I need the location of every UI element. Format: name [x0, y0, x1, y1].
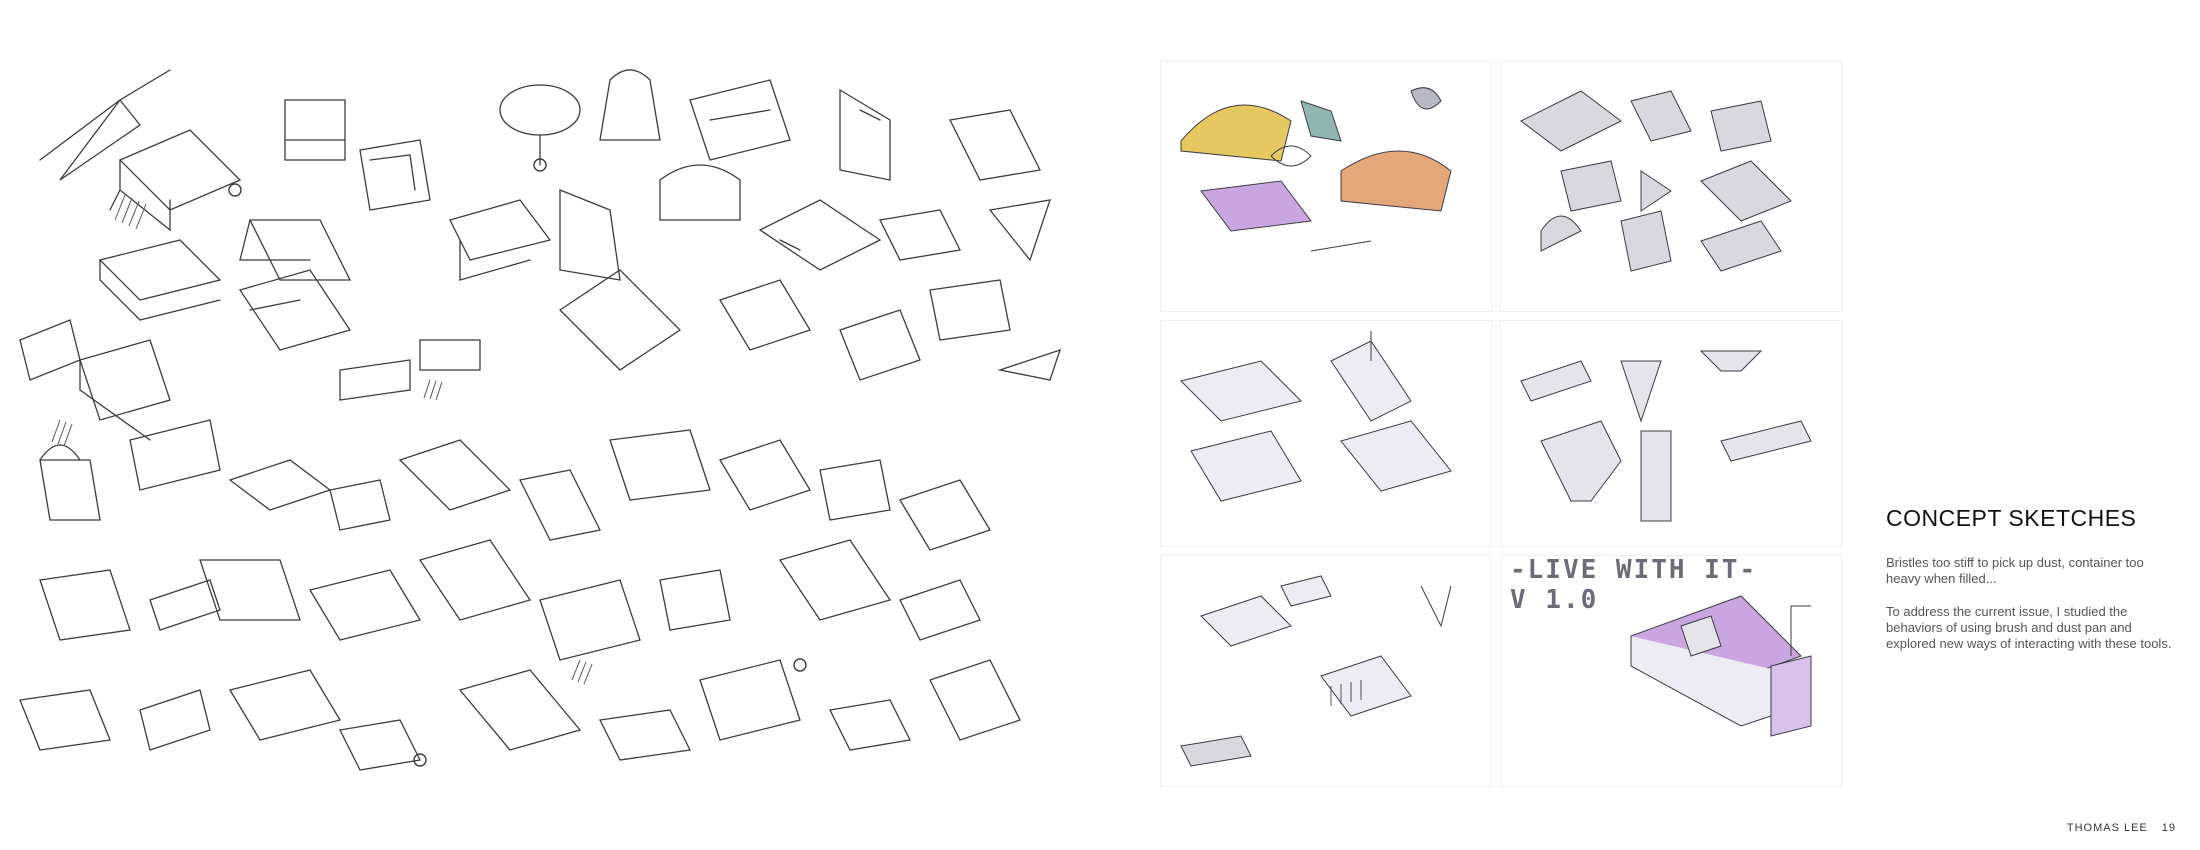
author-name: THOMAS LEE: [2066, 822, 2148, 834]
pan-handle-sketches: [1180, 331, 1452, 502]
bristle-study-sketches: [1180, 575, 1452, 767]
section-title: CONCEPT SKETCHES: [1886, 505, 2137, 531]
handle-study-sketches: [1520, 350, 1812, 522]
live-with-it-sketch-lettering: -LIVE WITH IT- V 1.0: [1510, 555, 1758, 615]
dustpan-sketches-illustration: [19, 69, 1062, 771]
page-footer: THOMAS LEE 19: [2067, 822, 2176, 834]
page-number: 19: [2161, 822, 2176, 834]
live-with-it-concept-sketch: [1630, 595, 1812, 737]
sketch-panel-pan-handles: [1160, 320, 1492, 547]
problem-statement: Bristles too stiff to pick up dust, cont…: [1886, 555, 2144, 586]
sketch-panel-colored-pans: [1160, 60, 1492, 312]
sketch-panel-bristle-studies: [1160, 555, 1492, 787]
grey-form-sketches: [1520, 90, 1792, 272]
colored-dustpan-sketches: [1180, 87, 1452, 252]
sketch-panel-grey-forms: [1500, 60, 1842, 312]
approach-statement: To address the current issue, I studied …: [1886, 604, 2172, 651]
sketch-sheet-left: [0, 40, 1100, 830]
sketch-panel-handle-studies: [1500, 320, 1842, 547]
sketch-panel-live-with-it: [1500, 555, 1842, 787]
